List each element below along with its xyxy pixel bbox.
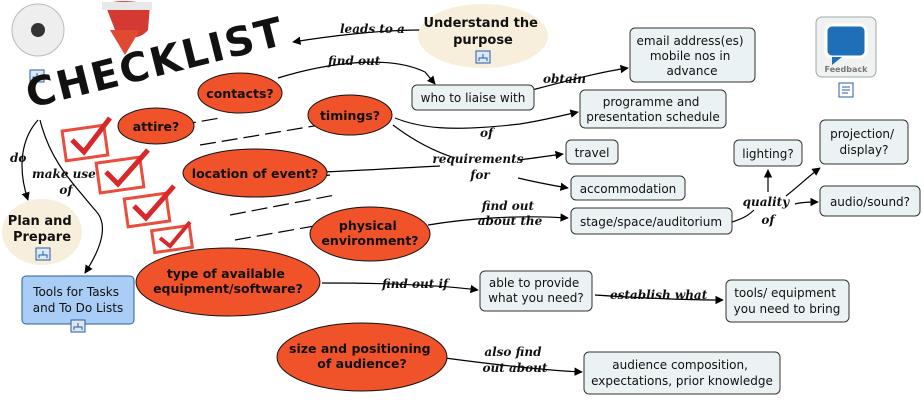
link-checklist-plan (21, 119, 39, 201)
svg-text:email address(es) mobile: email address(es) mobile nos in advance (637, 34, 748, 78)
svg-text:attire?: attire? (133, 119, 180, 134)
svg-text:able to provide what you: able to provide what you need? (488, 276, 584, 305)
node-accommodation[interactable]: accommodation (570, 175, 686, 201)
link-quality-projection (785, 167, 821, 197)
checkmark-icon (149, 220, 195, 255)
link-able-tools (594, 294, 724, 305)
node-contacts[interactable]: contacts? (197, 72, 283, 114)
node-understand-purpose[interactable]: Understand the purpose (418, 4, 548, 68)
link-timings-programme (394, 109, 579, 129)
node-audio[interactable]: audio/sound? (819, 185, 921, 217)
label-leads-to-a: leads to a (340, 22, 405, 36)
link-quality-audio (794, 197, 819, 207)
label-establish-what: establish what (610, 288, 708, 302)
map-thumbnail[interactable] (11, 3, 65, 83)
node-composition[interactable]: audience composition, expectations, prio… (583, 351, 781, 395)
link-equipment-able (321, 282, 479, 294)
svg-text:travel: travel (575, 146, 610, 160)
svg-text:Understand the purpose: Understand the purpose (424, 16, 543, 48)
node-location[interactable]: location of event? (182, 148, 328, 198)
node-plan-prepare[interactable]: Plan and Prepare (2, 199, 82, 265)
link-requirements-travel (517, 150, 564, 161)
checkmark-icon (94, 148, 150, 195)
svg-text:size and positioning of: size and positioning of audience? (289, 341, 435, 371)
checklist-line-5 (234, 224, 321, 241)
svg-text:type of available equipm: type of available equipment/software? (153, 266, 303, 296)
link-requirements-accommodation (517, 177, 569, 191)
svg-text:timings?: timings? (320, 108, 380, 123)
node-programme[interactable]: programme and presentation schedule (579, 89, 727, 129)
node-liaise[interactable]: who to liaise with (411, 84, 535, 111)
label-of: of (480, 126, 495, 140)
link-labels: leads to a find out obtain of requiremen… (10, 22, 794, 375)
feedback-label: Feedback (825, 65, 869, 74)
link-liaise-email (531, 64, 629, 91)
checkmark-icon (122, 184, 176, 229)
node-projection[interactable]: projection/ display? (819, 119, 909, 165)
connectors (21, 29, 821, 376)
svg-text:who to liaise with: who to liaise with (421, 91, 526, 105)
svg-text:accommodation: accommodation (580, 182, 677, 196)
label-make-use-of: make use of (32, 167, 100, 197)
checkbox-stack (60, 116, 195, 255)
node-tools-for-tasks[interactable]: Tools for Tasks and To Do Lists (21, 275, 135, 333)
document-icon[interactable] (838, 82, 854, 98)
node-tools-equipment[interactable]: tools/ equipment you need to bring (725, 279, 850, 323)
label-find-out-about-the: find out about the (478, 199, 543, 228)
link-checklist-tools (39, 119, 104, 274)
checklist-line-4 (229, 194, 336, 216)
label-quality-of: quality of (743, 195, 794, 227)
node-physical[interactable]: physical environment? (309, 206, 431, 262)
label-find-out-if: find out if (381, 277, 450, 291)
node-attire[interactable]: attire? (117, 107, 195, 145)
svg-text:Tools for Tasks and To D: Tools for Tasks and To Do Lists (32, 285, 123, 315)
red-marker-icon (102, 1, 152, 55)
svg-text:Plan and Prepare: Plan and Prepare (8, 214, 76, 245)
svg-text:programme and presentati: programme and presentation schedule (586, 95, 720, 124)
link-understand-checklist (292, 29, 421, 45)
label-requirements-for: requirements for (432, 152, 527, 182)
link-audience-composition (444, 357, 583, 376)
node-stage[interactable]: stage/space/auditorium (570, 207, 733, 235)
label-also-find-out-about: also find out about (483, 345, 548, 375)
svg-text:lighting?: lighting? (742, 147, 794, 161)
link-location-requirements (321, 165, 441, 173)
svg-text:contacts?: contacts? (206, 86, 273, 101)
feedback-button[interactable]: Feedback (815, 16, 877, 78)
label-do: do (10, 151, 26, 165)
link-timings-requirements (392, 124, 456, 159)
svg-text:location of event?: location of event? (192, 166, 318, 181)
label-find-out: find out (327, 54, 381, 68)
link-contacts-liaise (277, 61, 436, 85)
node-audience[interactable]: size and positioning of audience? (276, 322, 448, 392)
checkmark-icon (60, 116, 112, 163)
link-stage-quality (731, 209, 755, 223)
svg-text:audience composition, ex: audience composition, expectations, prio… (591, 358, 773, 388)
node-email[interactable]: email address(es) mobile nos in advance (629, 27, 756, 83)
svg-text:projection/ display?: projection/ display? (830, 127, 898, 157)
node-lighting[interactable]: lighting? (733, 139, 803, 167)
node-able[interactable]: able to provide what you need? (479, 270, 593, 312)
node-travel[interactable]: travel (565, 139, 619, 165)
label-obtain: obtain (543, 72, 586, 86)
svg-text:tools/ equipment you nee: tools/ equipment you need to bring (734, 286, 841, 316)
node-equipment[interactable]: type of available equipment/software? (135, 247, 321, 317)
node-timings[interactable]: timings? (307, 94, 393, 136)
checklist-line-2 (199, 124, 321, 146)
svg-text:audio/sound?: audio/sound? (830, 195, 910, 209)
svg-text:physical environment?: physical environment? (321, 218, 418, 248)
link-physical-stage (427, 213, 569, 226)
svg-text:stage/space/auditorium: stage/space/auditorium (580, 215, 722, 229)
